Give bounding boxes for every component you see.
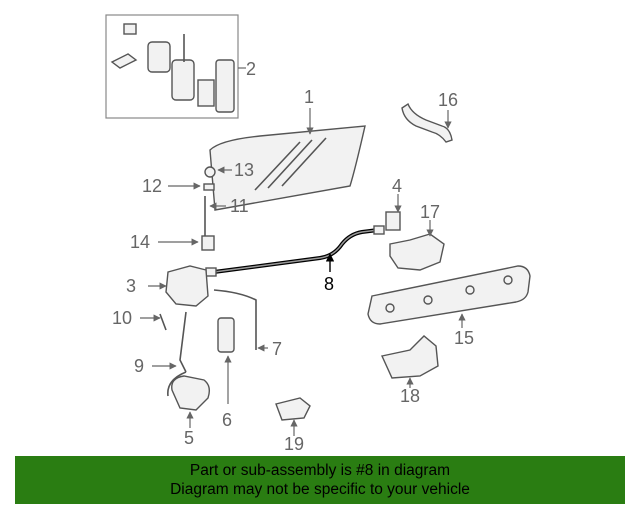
bracket xyxy=(275,397,311,436)
callout-11: 11 xyxy=(230,196,249,216)
disclaimer-banner: Part or sub-assembly is #8 in diagram Di… xyxy=(15,456,625,504)
callout-16: 16 xyxy=(438,90,458,110)
run-channel xyxy=(158,166,232,251)
door-glass xyxy=(209,108,366,211)
door-latch xyxy=(148,265,209,307)
callout-13: 13 xyxy=(234,160,254,180)
callout-19: 19 xyxy=(284,434,304,454)
parts-diagram: 1 2 3 4 5 6 7 8 9 10 11 12 13 14 15 16 1… xyxy=(105,14,531,454)
weatherstrip xyxy=(367,265,531,328)
callout-17: 17 xyxy=(420,202,440,222)
callout-4: 4 xyxy=(392,176,402,196)
hinge-lower xyxy=(381,335,439,388)
callout-10: 10 xyxy=(112,308,132,328)
lock-cylinder-inset xyxy=(105,14,246,119)
callout-8: 8 xyxy=(324,274,334,294)
callout-1: 1 xyxy=(304,87,314,107)
disclaimer-line-2: Diagram may not be specific to your vehi… xyxy=(170,481,470,498)
callout-3: 3 xyxy=(126,276,136,296)
callout-6: 6 xyxy=(222,410,232,430)
actuator-and-rods xyxy=(140,289,268,404)
callout-12: 12 xyxy=(142,176,162,196)
outside-handle xyxy=(167,371,211,428)
callout-7: 7 xyxy=(272,339,282,359)
door-latch-cable xyxy=(205,225,385,277)
callout-9: 9 xyxy=(134,356,144,376)
disclaimer-line-1: Part or sub-assembly is #8 in diagram xyxy=(189,462,451,479)
pull-handle xyxy=(401,102,453,143)
callout-18: 18 xyxy=(400,386,420,406)
callout-15: 15 xyxy=(454,328,474,348)
hinge-upper xyxy=(385,194,445,271)
callout-14: 14 xyxy=(130,232,150,252)
callout-5: 5 xyxy=(184,428,194,448)
callout-2: 2 xyxy=(246,59,256,79)
